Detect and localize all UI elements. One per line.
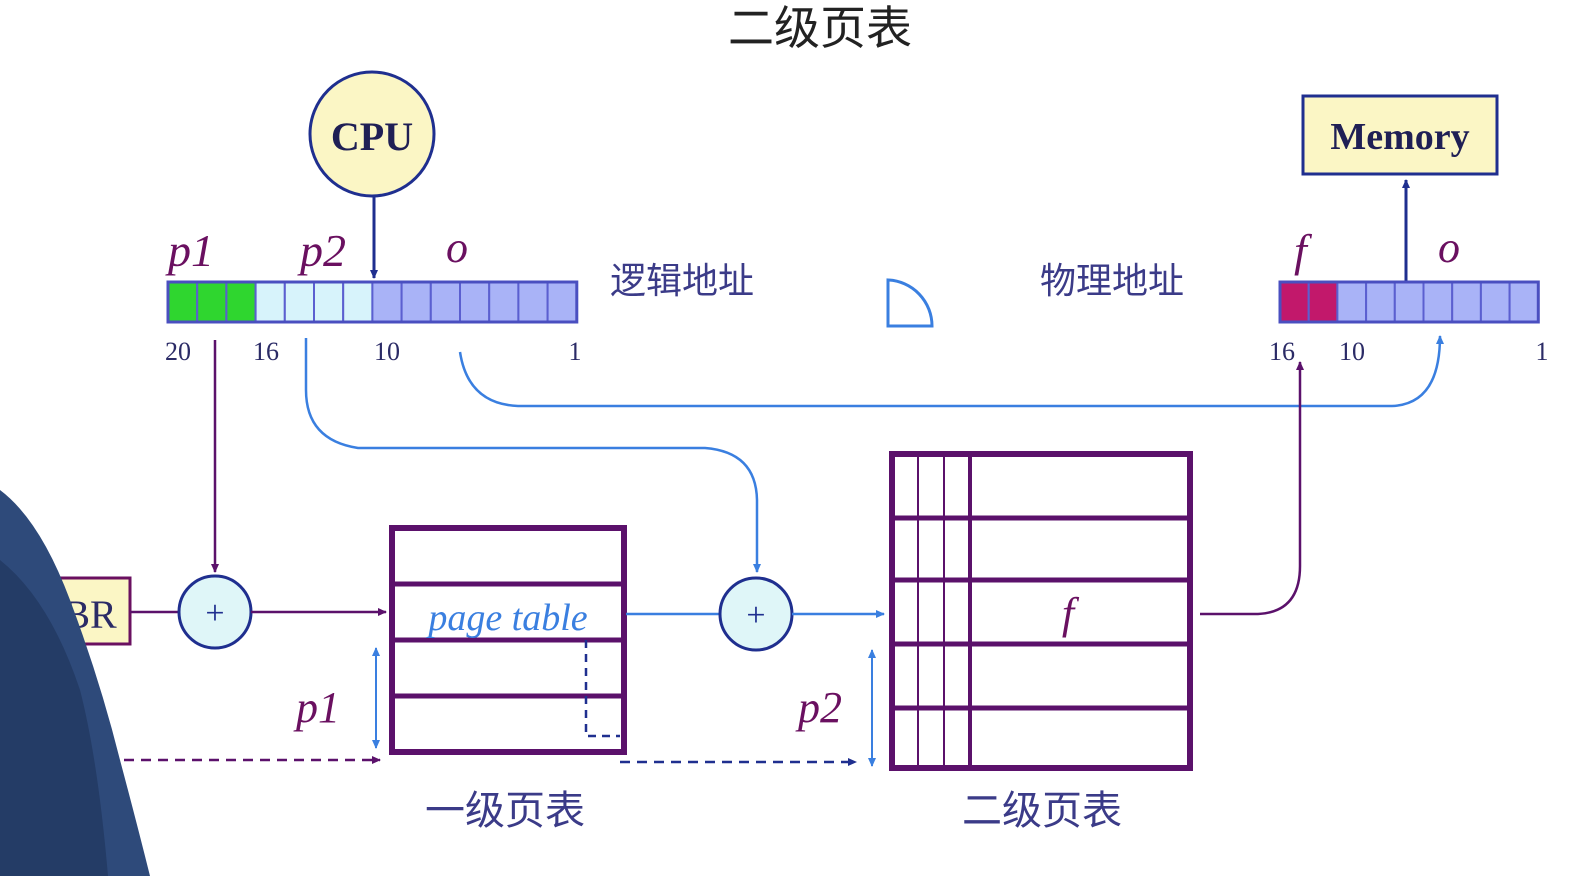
logical-address-register <box>166 280 579 324</box>
p2-bit-cell <box>313 281 345 323</box>
logical-address-caption: 逻辑地址 <box>610 261 754 302</box>
adder-1-symbol: + <box>205 595 224 632</box>
physical-address-caption: 物理地址 <box>1040 261 1184 302</box>
logical-offset-label: o <box>446 223 468 272</box>
p2-index-label: p2 <box>795 683 842 732</box>
adder-1: + <box>177 574 253 650</box>
second-level-page-table: f <box>889 451 1193 771</box>
p2-bit-cell <box>254 281 286 323</box>
offset-bit-cell <box>1393 281 1425 323</box>
physical-frame-label: f <box>1294 225 1313 276</box>
adder-2-symbol: + <box>746 597 765 634</box>
p1-bit-cell <box>167 281 199 323</box>
cpu-node: CPU <box>308 70 436 198</box>
p1-index-label: p1 <box>293 683 340 732</box>
physical-bit-10: 10 <box>1339 337 1365 366</box>
offset-bit-cell <box>517 281 549 323</box>
frame-path <box>1200 361 1304 616</box>
logical-bit-1: 1 <box>569 337 582 366</box>
offset-bit-cell <box>488 281 520 323</box>
first-level-caption: 一级页表 <box>425 788 585 834</box>
offset-bit-cell <box>429 281 461 323</box>
presenter-shading <box>0 560 108 876</box>
offset-bit-cell <box>1422 281 1454 323</box>
logical-p1-label: p1 <box>165 225 214 276</box>
first-level-page-table: page table <box>389 525 627 755</box>
quarter-circle-shape <box>886 278 934 328</box>
frame-bit-cell <box>1279 281 1310 323</box>
frame-bit-cell <box>1307 281 1339 323</box>
p1-bit-cell <box>225 281 257 323</box>
memory-label: Memory <box>1330 116 1469 158</box>
logical-bit-20: 20 <box>165 337 191 366</box>
p2-bit-cell <box>283 281 315 323</box>
logical-p2-label: p2 <box>297 225 346 276</box>
memory-node: Memory <box>1301 94 1499 176</box>
offset-bit-cell <box>371 281 403 323</box>
offset-bit-cell <box>546 281 578 323</box>
offset-bit-cell <box>1479 281 1511 323</box>
physical-bit-1: 1 <box>1536 337 1549 366</box>
logical-bit-10: 10 <box>374 337 400 366</box>
adder-2: + <box>718 576 794 652</box>
offset-bit-cell <box>1365 281 1396 323</box>
offset-path <box>458 335 1444 408</box>
p1-bit-cell <box>196 281 228 323</box>
logical-register-border <box>166 280 579 324</box>
p2-path <box>304 338 761 573</box>
cpu-label: CPU <box>331 114 413 159</box>
physical-bit-16: 16 <box>1269 337 1295 366</box>
slide-title: 二级页表 <box>728 1 912 55</box>
offset-bit-cell <box>400 281 432 323</box>
offset-bit-cell <box>1508 281 1540 323</box>
page-table-inner-label: page table <box>425 597 587 639</box>
physical-offset-label: o <box>1438 223 1460 272</box>
physical-address-register <box>1278 280 1540 324</box>
logical-bit-16: 16 <box>253 337 279 366</box>
offset-bit-cell <box>1451 281 1482 323</box>
offset-bit-cell <box>1336 281 1368 323</box>
p2-bit-cell <box>342 281 374 323</box>
second-level-caption: 二级页表 <box>962 788 1122 834</box>
physical-register-border <box>1278 280 1540 324</box>
offset-bit-cell <box>459 281 491 323</box>
